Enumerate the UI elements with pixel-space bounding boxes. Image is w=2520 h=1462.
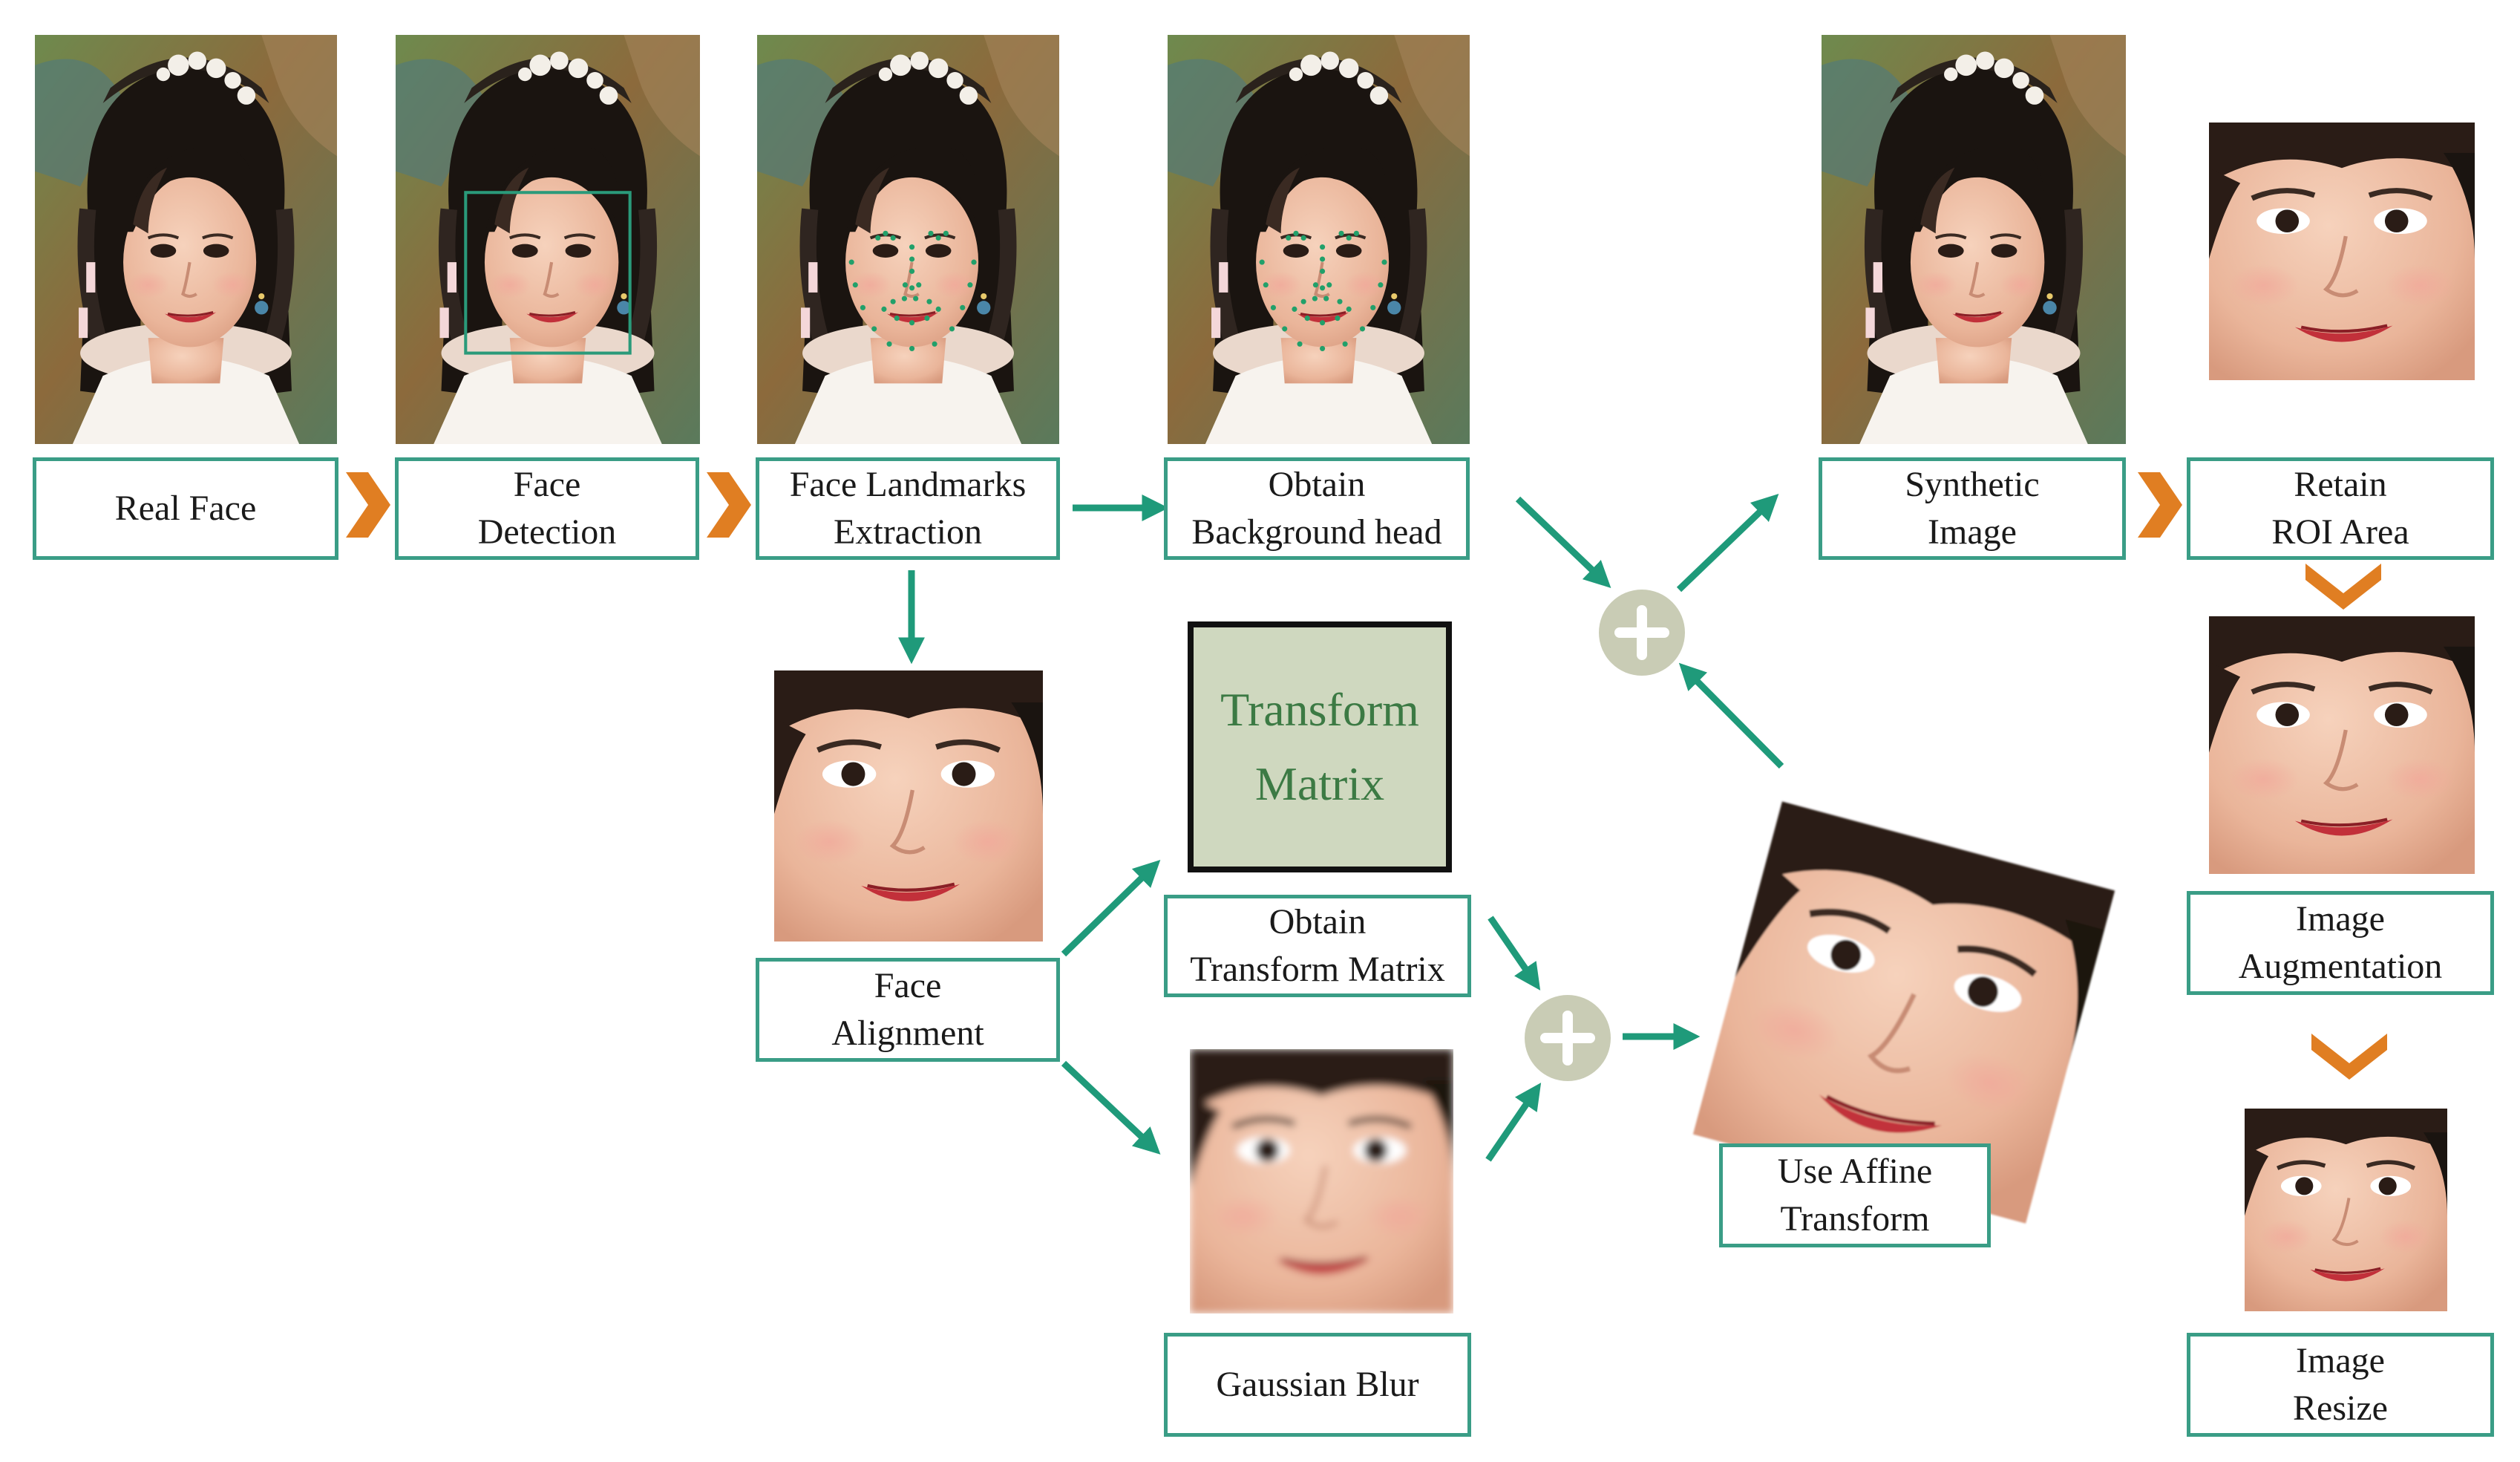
step-label-line-1: Face — [513, 465, 581, 504]
step-label-line-2: Transform — [1780, 1199, 1930, 1239]
step-label-line-1: Face Landmarks — [789, 465, 1027, 504]
transform-matrix-line-2: Matrix — [1254, 757, 1385, 810]
step-image-resize: Image Resize — [2187, 1333, 2494, 1437]
step-label-line-1: Image — [2296, 899, 2385, 939]
step-label: Gaussian Blur — [1216, 1365, 1419, 1404]
arrow-affine-to-plus — [1678, 662, 1784, 769]
roi-image — [2209, 123, 2475, 380]
gaussian-blur-image — [1190, 1049, 1453, 1313]
chevron-right-icon — [2138, 472, 2182, 538]
chevron-right-icon — [707, 472, 751, 538]
background-head-image — [1168, 35, 1470, 444]
step-retain-roi: Retain ROI Area — [2187, 457, 2494, 560]
step-label-line-1: Synthetic — [1905, 465, 2040, 504]
transform-matrix-box: Transform Matrix — [1188, 621, 1452, 872]
step-image-augmentation: Image Augmentation — [2187, 891, 2494, 995]
step-landmarks: Face Landmarks Extraction — [756, 457, 1060, 560]
step-obtain-transform-matrix: Obtain Transform Matrix — [1164, 895, 1471, 997]
step-affine-transform: Use Affine Transform — [1719, 1143, 1991, 1247]
step-label-line-2: Transform Matrix — [1190, 950, 1445, 989]
add-icon — [1599, 590, 1685, 676]
real-face-image — [35, 35, 337, 444]
step-gaussian-blur: Gaussian Blur — [1164, 1333, 1471, 1437]
augmented-image — [2209, 616, 2475, 874]
step-label: Real Face — [114, 489, 257, 528]
step-label-line-1: Face — [874, 966, 942, 1005]
step-label-line-2: ROI Area — [2271, 512, 2409, 552]
step-label-line-2: Background head — [1191, 512, 1442, 552]
arrow-blur-to-plus — [1485, 1083, 1542, 1162]
step-background-head: Obtain Background head — [1164, 457, 1470, 560]
affine-transformed-image — [1705, 789, 2049, 1138]
resized-image — [2245, 1109, 2447, 1311]
add-icon — [1525, 995, 1611, 1081]
step-label-line-1: Use Affine — [1777, 1152, 1933, 1191]
step-label-line-2: Extraction — [834, 512, 982, 552]
step-label-line-1: Retain — [2294, 465, 2387, 504]
step-label-line-2: Resize — [2293, 1388, 2388, 1428]
landmarks-image — [757, 35, 1059, 444]
chevron-down-icon — [2305, 564, 2381, 610]
step-label-line-1: Image — [2296, 1341, 2385, 1380]
arrow-matrix-to-plus — [1488, 916, 1541, 991]
step-face-alignment: Face Alignment — [756, 958, 1060, 1062]
step-real-face: Real Face — [33, 457, 338, 560]
step-label-line-2: Detection — [477, 512, 617, 552]
step-label-line-2: Alignment — [831, 1014, 984, 1053]
chevron-down-icon — [2311, 1034, 2387, 1080]
step-label-line-1: Obtain — [1269, 902, 1367, 942]
arrow-alignment-to-blur — [1061, 1060, 1161, 1155]
chevron-right-icon — [346, 472, 390, 538]
arrow-background-to-plus — [1515, 496, 1611, 588]
step-synthetic-image: Synthetic Image — [1819, 457, 2126, 560]
transform-matrix-line-1: Transform — [1220, 683, 1419, 736]
step-label-line-2: Augmentation — [2238, 947, 2443, 986]
face-detection-image — [396, 35, 700, 444]
step-label-line-2: Image — [1928, 512, 2017, 552]
step-label-line-1: Obtain — [1268, 465, 1366, 504]
arrow-plus-to-synthetic — [1676, 494, 1779, 593]
step-face-detection: Face Detection — [395, 457, 699, 560]
synthetic-image — [1822, 35, 2126, 444]
arrow-alignment-to-matrix — [1061, 859, 1161, 957]
aligned-face-image — [774, 670, 1043, 942]
